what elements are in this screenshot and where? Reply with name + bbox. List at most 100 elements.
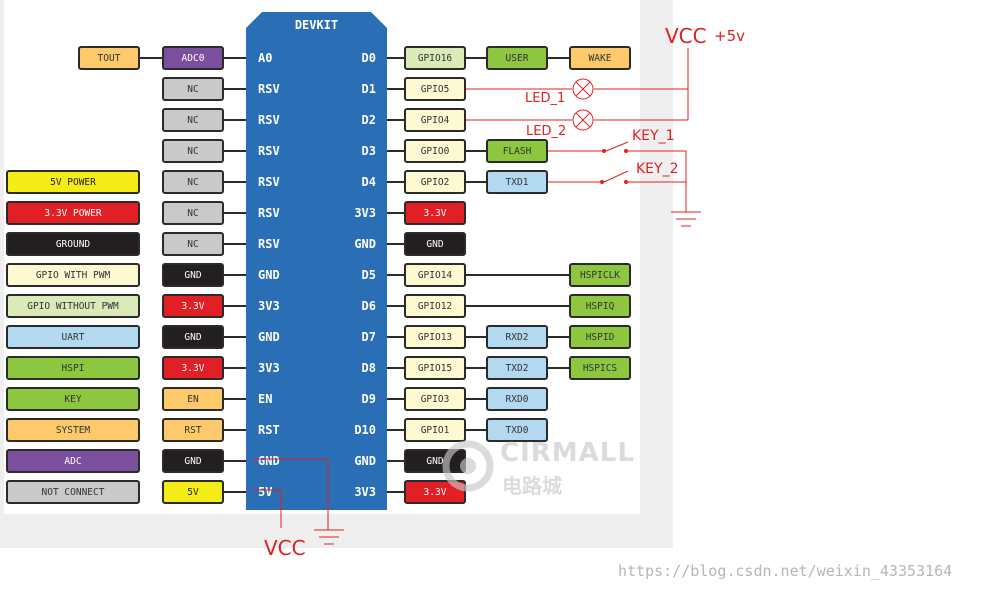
key2-label: KEY_2 [636, 161, 679, 177]
pin-connector [548, 336, 569, 338]
legend-item: NOT CONNECT [6, 480, 140, 504]
pin-connector [387, 429, 404, 431]
gpio-box: GPIO13 [404, 325, 466, 349]
right-pin-label: 3V3 [354, 485, 376, 499]
pin-connector [224, 367, 246, 369]
pin-connector [466, 274, 569, 276]
right-pin-label: D10 [354, 423, 376, 437]
led1-label: LED_1 [525, 91, 566, 106]
key1-label: KEY_1 [632, 128, 675, 144]
right-pin-label: D9 [361, 392, 376, 406]
tout-box: TOUT [78, 46, 140, 70]
pin-connector [466, 336, 486, 338]
left-pin-label: 3V3 [258, 299, 280, 313]
left-pin-label: GND [258, 330, 280, 344]
left-function-box: NC [162, 139, 224, 163]
right-pin-label: D7 [361, 330, 376, 344]
legend-item: ADC [6, 449, 140, 473]
left-function-box: NC [162, 232, 224, 256]
left-pin-label: RSV [258, 206, 280, 220]
pin-connector [387, 119, 404, 121]
right-pin-label: GND [354, 237, 376, 251]
left-pin-label: RSV [258, 113, 280, 127]
left-function-box: NC [162, 170, 224, 194]
led-1-icon [572, 78, 594, 100]
pin-connector [387, 460, 404, 462]
pin-connector [387, 243, 404, 245]
pin-connector [224, 460, 246, 462]
gpio-box: 3.3V [404, 201, 466, 225]
pin-connector [466, 429, 486, 431]
function-box: RXD2 [486, 325, 548, 349]
pin-connector [466, 367, 486, 369]
led-2-icon [572, 109, 594, 131]
pin-connector [224, 429, 246, 431]
left-pin-label: GND [258, 268, 280, 282]
left-pin-label: RSV [258, 82, 280, 96]
function-box: HSPICLK [569, 263, 631, 287]
pin-connector [224, 212, 246, 214]
pin-connector [466, 181, 486, 183]
left-function-box: 3.3V [162, 356, 224, 380]
left-function-box: GND [162, 263, 224, 287]
gpio-box: GPIO0 [404, 139, 466, 163]
legend-item: 3.3V POWER [6, 201, 140, 225]
left-pin-label: GND [258, 454, 280, 468]
left-function-box: NC [162, 201, 224, 225]
left-function-box: 3.3V [162, 294, 224, 318]
pin-connector [224, 336, 246, 338]
devkit-board [246, 12, 387, 510]
legend-item: KEY [6, 387, 140, 411]
right-pin-label: D2 [361, 113, 376, 127]
pin-connector [387, 336, 404, 338]
pin-connector [224, 150, 246, 152]
right-pin-label: GND [354, 454, 376, 468]
cirmall-watermark: CIRMALL 电路城 [440, 438, 634, 498]
pin-connector [387, 367, 404, 369]
led2-label: LED_2 [526, 124, 567, 139]
gpio-box: GPIO3 [404, 387, 466, 411]
cirmall-logo-icon [442, 440, 494, 492]
board-title: DEVKIT [294, 18, 339, 32]
pin-connector [387, 274, 404, 276]
left-function-box: NC [162, 77, 224, 101]
left-pin-label: RSV [258, 144, 280, 158]
pin-connector [548, 367, 569, 369]
legend-item: GROUND [6, 232, 140, 256]
left-pin-label: 3V3 [258, 361, 280, 375]
pin-connector [387, 491, 404, 493]
pin-connector [387, 57, 404, 59]
right-pin-label: D5 [361, 268, 376, 282]
vcc-bottom-label: VCC [264, 536, 306, 560]
pin-connector [387, 212, 404, 214]
legend-item: GPIO WITH PWM [6, 263, 140, 287]
gpio-box: GND [404, 449, 466, 473]
pin-connector [224, 119, 246, 121]
gpio-box: GPIO4 [404, 108, 466, 132]
left-pin-label: RST [258, 423, 280, 437]
function-box: TXD1 [486, 170, 548, 194]
pin-connector [466, 57, 486, 59]
gpio-box: GPIO1 [404, 418, 466, 442]
right-pin-label: D8 [361, 361, 376, 375]
left-function-box: EN [162, 387, 224, 411]
left-function-box: RST [162, 418, 224, 442]
pin-connector [387, 398, 404, 400]
pin-connector [387, 181, 404, 183]
pin-connector [224, 88, 246, 90]
function-box: USER [486, 46, 548, 70]
legend-item: SYSTEM [6, 418, 140, 442]
left-pin-label: A0 [258, 51, 273, 65]
left-pin-label: EN [258, 392, 273, 406]
legend-item: UART [6, 325, 140, 349]
gpio-box: GND [404, 232, 466, 256]
function-box: RXD0 [486, 387, 548, 411]
gpio-box: GPIO5 [404, 77, 466, 101]
left-pin-label: RSV [258, 175, 280, 189]
left-function-box: 5V [162, 480, 224, 504]
pin-connector [466, 150, 486, 152]
pin-connector [224, 491, 246, 493]
left-function-box: GND [162, 449, 224, 473]
pin-connector [224, 305, 246, 307]
